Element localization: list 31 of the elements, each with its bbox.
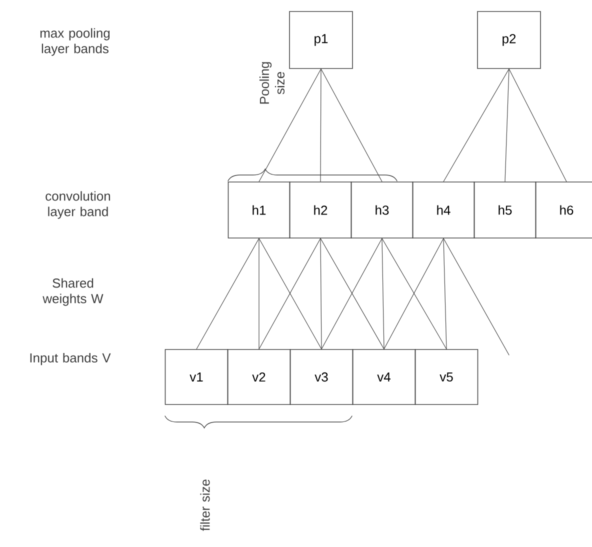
connection-line xyxy=(320,68,322,182)
axis-label: filter size xyxy=(200,480,210,531)
connection-line xyxy=(196,238,260,350)
layer-box: h2 xyxy=(289,182,352,238)
layer-box: v1 xyxy=(164,349,228,405)
connection-line xyxy=(382,238,384,350)
layer-box: v4 xyxy=(352,349,416,405)
layer-box: h5 xyxy=(474,182,536,238)
layer-box: p1 xyxy=(289,11,353,69)
layer-box: v5 xyxy=(414,349,478,405)
connection-line xyxy=(443,238,447,350)
layer-box: h6 xyxy=(535,182,592,238)
layer-box: h3 xyxy=(350,182,414,238)
layer-label: max pooling layer bands xyxy=(40,28,110,56)
connection-line xyxy=(320,68,382,182)
layer-label: Shared weights W xyxy=(42,278,104,306)
connection-line xyxy=(320,238,322,350)
connection-line xyxy=(258,238,260,350)
connection-line xyxy=(504,68,510,182)
axis-label: Pooling size xyxy=(259,62,285,104)
layer-label: convolution layer band xyxy=(46,191,110,219)
layer-box: p2 xyxy=(477,11,541,69)
layer-label: Input bands V xyxy=(30,352,111,366)
layer-box: h1 xyxy=(228,182,290,238)
connection-line xyxy=(443,68,510,182)
layer-box: v2 xyxy=(227,349,291,405)
connection-line xyxy=(508,68,567,182)
layer-box: h4 xyxy=(412,182,475,238)
connection-line xyxy=(258,68,322,182)
connection-line xyxy=(443,238,510,356)
layer-box: v3 xyxy=(290,349,354,405)
